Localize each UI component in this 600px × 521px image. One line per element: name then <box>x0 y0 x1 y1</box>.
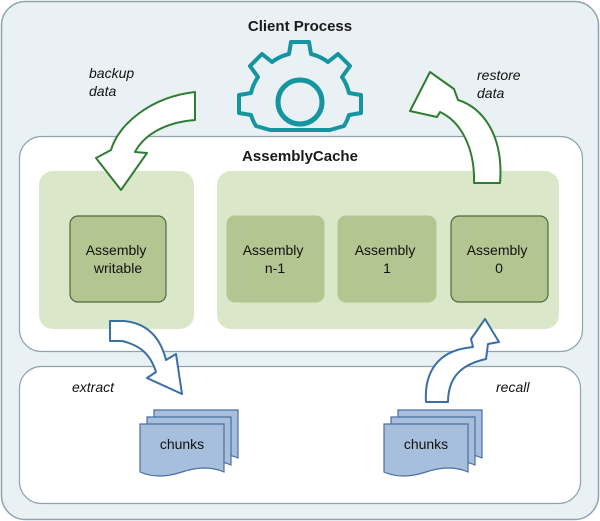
chunks-stack-left: chunks <box>139 409 239 477</box>
extract-arrow <box>109 320 183 395</box>
recall-arrow <box>424 318 500 403</box>
assembly-writable <box>69 215 167 303</box>
backup-label: backup data <box>89 65 138 99</box>
restore-label: restore data <box>477 67 524 101</box>
assembly-0-label: Assembly 0 <box>467 242 532 276</box>
client-process-title: Client Process <box>248 18 352 35</box>
backup-arrow <box>95 91 196 191</box>
chunks-stack-right: chunks <box>383 409 483 477</box>
restore-arrow <box>409 71 502 184</box>
recall-label: recall <box>496 379 530 395</box>
chunks-left-label: chunks <box>160 436 204 452</box>
chunks-right-label: chunks <box>404 436 448 452</box>
assembly-n-minus-1-label: Assembly n-1 <box>243 242 308 276</box>
assembly-cache-title: AssemblyCache <box>242 148 358 165</box>
assembly-1 <box>337 215 437 303</box>
assembly-0 <box>450 215 549 303</box>
assembly-1-label: Assembly 1 <box>355 242 420 276</box>
assembly-n-minus-1 <box>226 215 325 303</box>
assembly-writable-label: Assembly writable <box>86 242 151 276</box>
gear-icon <box>237 40 363 132</box>
extract-label: extract <box>72 379 115 395</box>
